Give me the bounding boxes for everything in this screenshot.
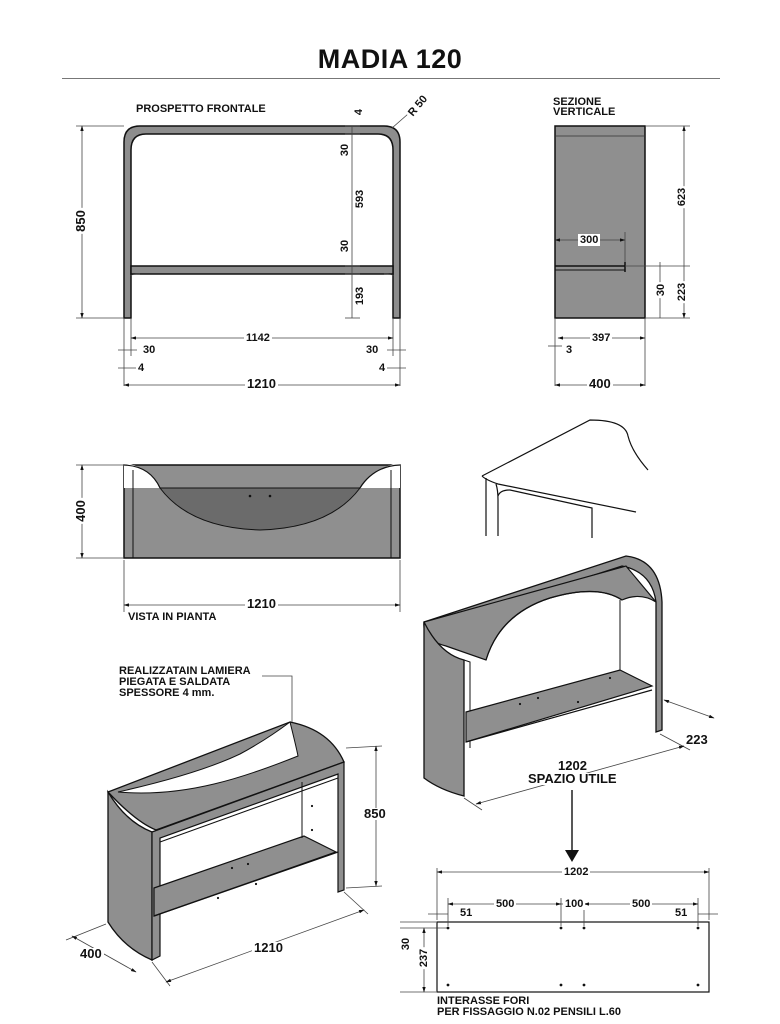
- dim-30-section: 30: [655, 281, 667, 299]
- dim-3: 3: [564, 344, 575, 356]
- dim-623: 623: [676, 185, 688, 209]
- dim-223: 223: [676, 280, 688, 304]
- dim-100: 100: [563, 898, 586, 910]
- dim-4-top: 4: [353, 106, 365, 118]
- dim-1202-holes: 1202: [562, 866, 591, 878]
- plan-view-label: VISTA IN PIANTA: [128, 611, 217, 623]
- useful-space-label: SPAZIO UTILE: [526, 771, 619, 786]
- dim-500-a: 500: [494, 898, 517, 910]
- dim-237: 237: [418, 946, 430, 970]
- dim-4-left: 4: [136, 362, 147, 374]
- dim-400-iso: 400: [78, 946, 104, 961]
- dim-30-holes: 30: [400, 935, 412, 953]
- dim-1202-iso: 1202: [556, 758, 589, 773]
- dim-30-a: 30: [339, 141, 351, 159]
- dim-300: 300: [578, 234, 601, 246]
- dim-4-right: 4: [377, 362, 388, 374]
- dim-51-right: 51: [673, 907, 690, 919]
- corner-detail: [481, 419, 649, 538]
- dim-1210-front: 1210: [245, 376, 278, 391]
- iso-view-left: [65, 675, 383, 987]
- holes-note: INTERASSE FORI PER FISSAGGIO N.02 PENSIL…: [437, 995, 621, 1018]
- plan-view: [76, 464, 401, 612]
- dim-593: 593: [354, 187, 366, 211]
- dim-30-left: 30: [141, 344, 158, 356]
- drawing-title: MADIA 120: [317, 44, 463, 74]
- material-note: REALIZZATAIN LAMIERA PIEGATA E SALDATA S…: [119, 665, 251, 699]
- dim-30-b: 30: [339, 237, 351, 255]
- dim-850: 850: [73, 208, 88, 234]
- vertical-section: [548, 125, 690, 387]
- dim-400-plan: 400: [73, 498, 88, 524]
- holes-layout: [400, 868, 718, 993]
- iso-view-right: [423, 555, 715, 862]
- dim-1210-iso: 1210: [252, 940, 285, 955]
- dim-223-iso: 223: [684, 732, 710, 747]
- dim-193: 193: [354, 284, 366, 308]
- dim-51-left: 51: [458, 907, 475, 919]
- dim-1142: 1142: [244, 332, 272, 344]
- dim-500-b: 500: [630, 898, 653, 910]
- front-elevation: [76, 113, 409, 387]
- section-view-label: SEZIONE VERTICALE: [553, 96, 616, 118]
- dim-1210-plan: 1210: [245, 596, 278, 611]
- front-view-label: PROSPETTO FRONTALE: [136, 103, 266, 115]
- dim-400-section: 400: [587, 376, 613, 391]
- dim-850-iso: 850: [362, 806, 388, 821]
- title-rule: [62, 78, 720, 79]
- dim-30-right: 30: [364, 344, 381, 356]
- dim-397: 397: [590, 332, 613, 344]
